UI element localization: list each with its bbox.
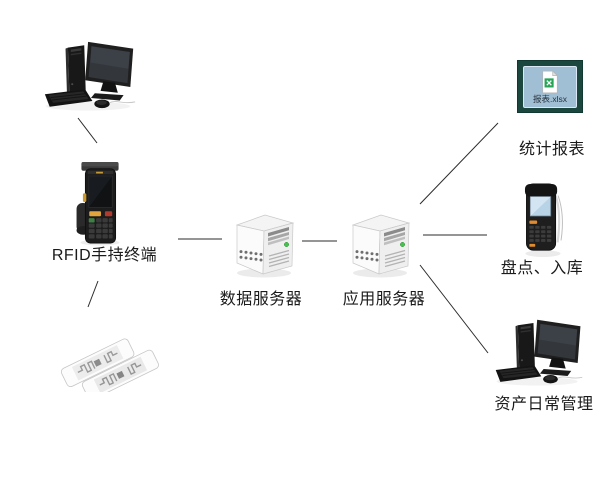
connector-appserver-assetmgmt bbox=[419, 264, 489, 354]
app-server-icon bbox=[343, 204, 411, 282]
data-server-label: 数据服务器 bbox=[219, 291, 303, 308]
stats-report-label: 统计报表 bbox=[518, 141, 585, 158]
excel-document-icon bbox=[542, 70, 559, 94]
excel-file-name: 报表.xlsx bbox=[532, 94, 567, 105]
asset-management-pc-icon bbox=[492, 317, 586, 387]
rfid-tag-icon bbox=[48, 324, 166, 392]
connector-pc-terminal bbox=[77, 117, 98, 144]
connector-terminal-tags bbox=[87, 280, 99, 308]
asset-management-label: 资产日常管理 bbox=[494, 396, 594, 413]
rfid-terminal-label: RFID手持终端 bbox=[51, 247, 158, 264]
data-server-icon bbox=[227, 204, 295, 282]
excel-file-icon: 报表.xlsx bbox=[517, 60, 583, 113]
barcode-scanner-icon bbox=[518, 182, 568, 258]
app-server-label: 应用服务器 bbox=[342, 291, 426, 308]
connector-appserver-report bbox=[419, 122, 499, 205]
inventory-label: 盘点、入库 bbox=[500, 260, 584, 277]
excel-file-tile: 报表.xlsx bbox=[523, 66, 577, 108]
rfid-handheld-terminal-icon bbox=[74, 160, 126, 246]
desktop-computer-icon bbox=[42, 39, 138, 112]
